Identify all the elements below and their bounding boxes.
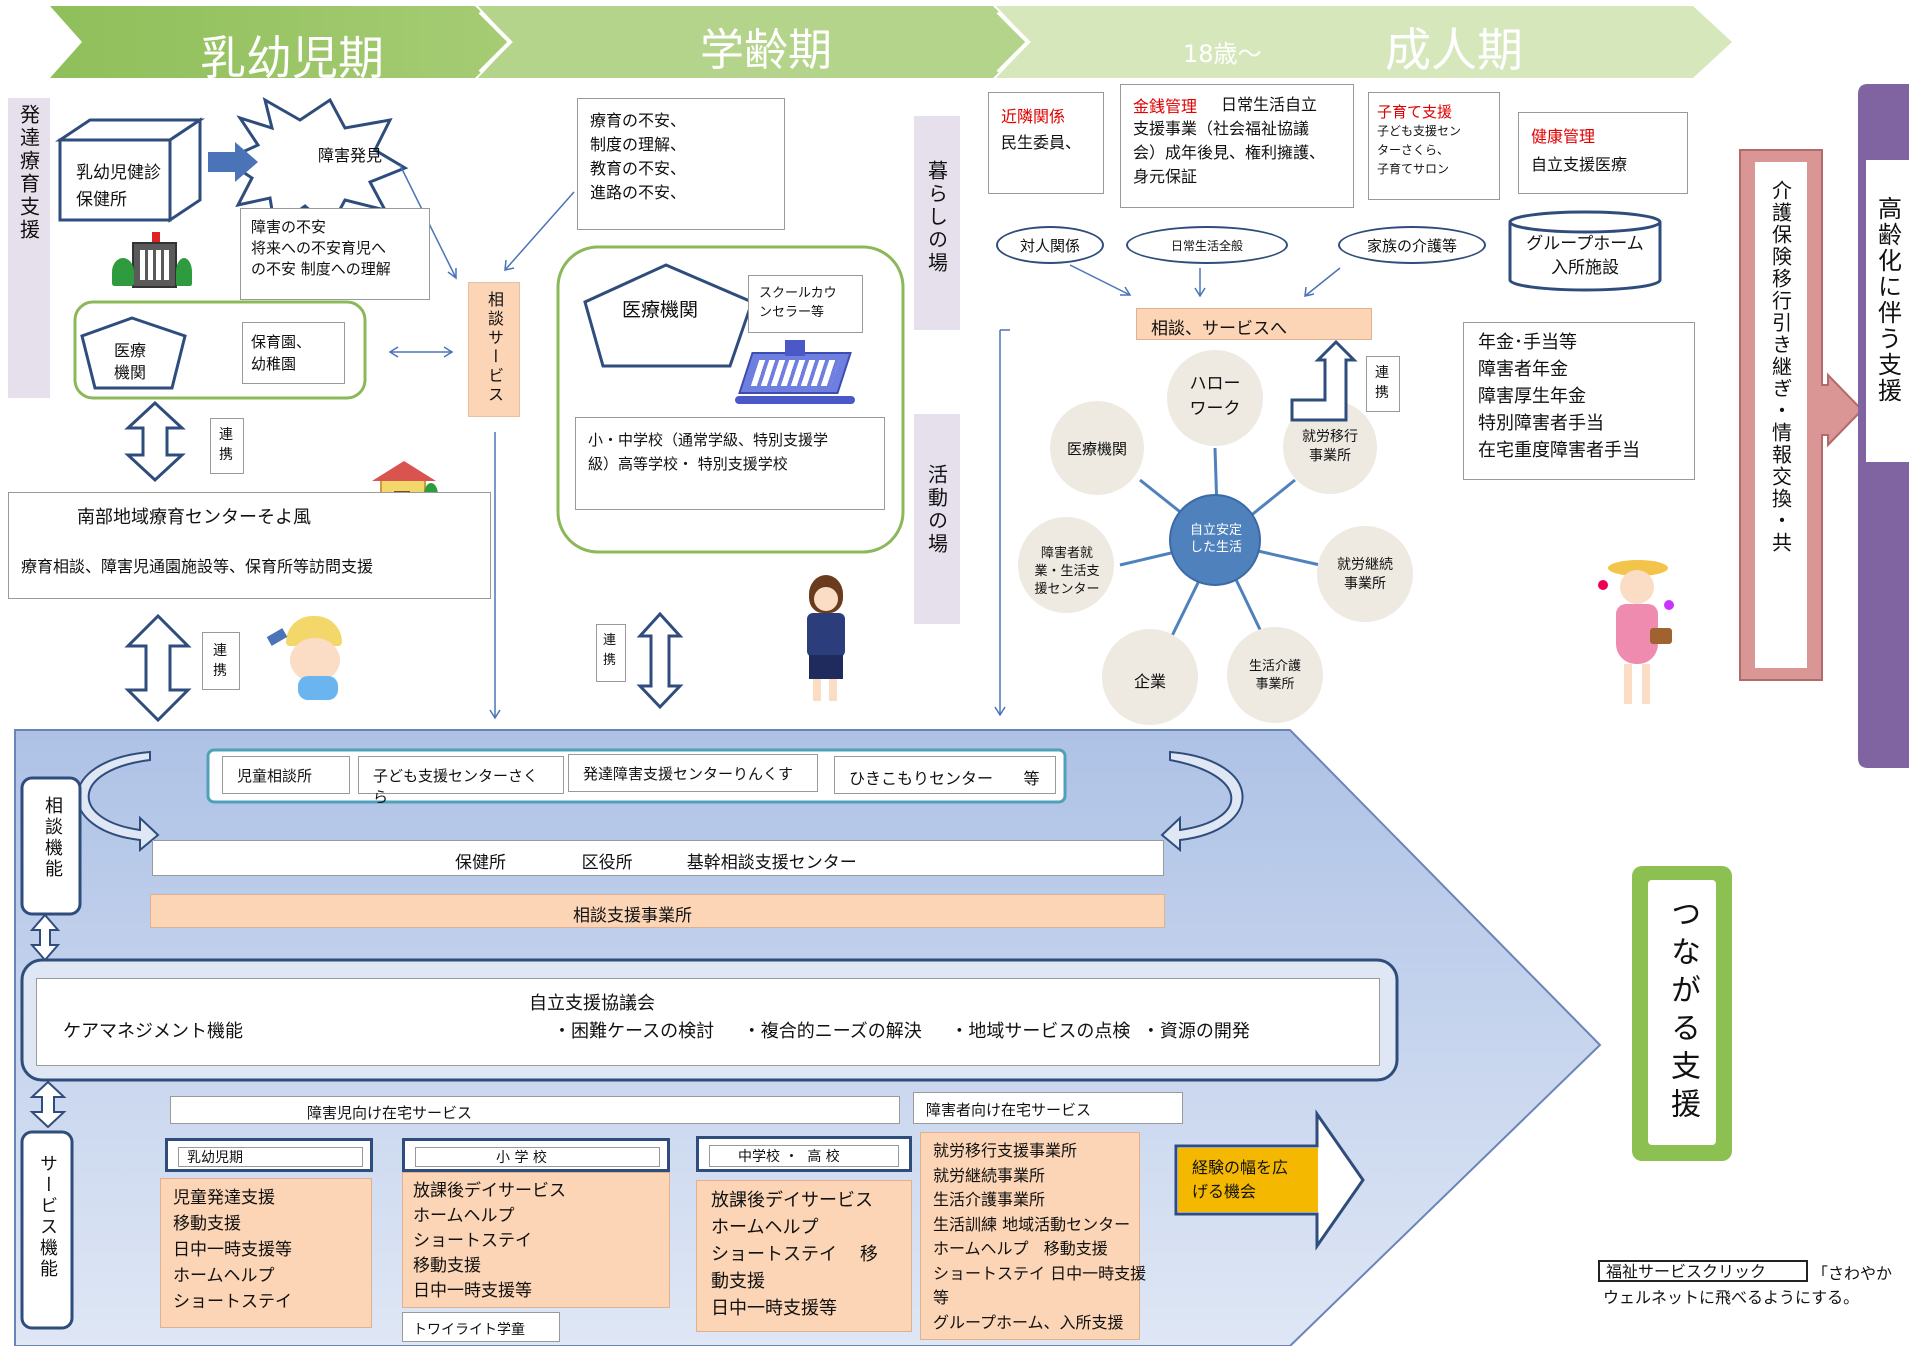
woman-icon bbox=[1598, 560, 1678, 710]
elementary-header-text: 小 学 校 bbox=[415, 1147, 660, 1167]
link-note-2: ウェルネットに飛べるようにする。 bbox=[1603, 1288, 1860, 1307]
hub-support-center: 障害者就 業・生活支 援センター bbox=[1034, 546, 1100, 597]
council-items: ・困難ケースの検討 ・複合的ニーズの解決 ・地域サービスの点検 ・資源の開発 bbox=[553, 1021, 1250, 1042]
renkei-label-3: 連 携 bbox=[596, 624, 626, 682]
consult-function-label: 相談機能 bbox=[42, 796, 63, 880]
stage-chevron-infant bbox=[50, 6, 512, 78]
link-note-1: 「さわやか bbox=[1812, 1264, 1893, 1283]
medical-middle-label: 医療機関 bbox=[622, 299, 699, 321]
hub-employment-transition: 就労移行 事業所 bbox=[1302, 429, 1358, 464]
stage-school-label: 学齢期 bbox=[700, 25, 832, 76]
schools-box: 小・中学校（通常学級、特別支援学 級）高等学校・ 特別支援学校 bbox=[575, 417, 885, 510]
infant-service-list: 児童発達支援 移動支援 日中一時支援等 ホームヘルプ ショートステイ bbox=[160, 1178, 372, 1328]
building-icon bbox=[112, 232, 192, 290]
council-title: 自立支援協議会 bbox=[529, 993, 655, 1014]
adult-home-service-header: 障害者向け在宅サービス bbox=[913, 1092, 1183, 1124]
center-title: 南部地域療育センターそよ風 bbox=[77, 507, 311, 528]
care-insurance-label: 介護保険移行引き継ぎ・情報交換・共 bbox=[1768, 180, 1793, 554]
org-hikikomori-center: ひきこもりセンター 等 bbox=[834, 756, 1056, 794]
updown-arrow-small-icon bbox=[29, 1080, 67, 1129]
ellipse-daily-life: 日常生活全般 bbox=[1126, 226, 1288, 264]
renkei-label-2: 連 携 bbox=[202, 632, 240, 690]
welfare-service-link[interactable]: 福祉サービスクリック bbox=[1598, 1260, 1808, 1282]
org-child-consult: 児童相談所 bbox=[222, 756, 350, 794]
school-icon bbox=[735, 340, 860, 408]
center-desc: 療育相談、障害児通園施設等、保育所等訪問支援 bbox=[21, 557, 374, 576]
hub-care-office: 生活介護 事業所 bbox=[1248, 659, 1301, 692]
stage-adult-label: 成人期 bbox=[1385, 23, 1523, 77]
stage-chevron-school bbox=[478, 6, 1030, 78]
ellipse-family-care: 家族の介護等 bbox=[1338, 226, 1486, 264]
student-icon bbox=[795, 575, 855, 705]
sonokaze-center-box: 南部地域療育センターそよ風 療育相談、障害児通園施設等、保育所等訪問支援 bbox=[8, 492, 491, 599]
activity-place-label: 活動の場 bbox=[914, 414, 960, 624]
nursery-box: 保育園、 幼稚園 bbox=[242, 322, 345, 384]
neighbor-title: 近隣関係 bbox=[1001, 107, 1066, 126]
money-body: 日常生活自立 支援事業（社会福祉協議 会）成年後見、権利擁護、 身元保証 bbox=[1133, 95, 1326, 186]
elementary-service-list: 放課後デイサービス ホームヘルプ ショートステイ 移動支援 日中一時支援等 bbox=[402, 1172, 670, 1308]
tsunagaru-support-label: つながる支援 bbox=[1665, 898, 1700, 1126]
pension-box: 年金･手当等 障害者年金 障害厚生年金 特別障害者手当 在宅重度障害者手当 bbox=[1463, 322, 1695, 480]
adult-service-list: 就労移行支援事業所 就労継続事業所 生活介護事業所 生活訓練 地域活動センター … bbox=[920, 1132, 1146, 1340]
child-support-title: 子育て支援 bbox=[1377, 103, 1453, 121]
side-label-development: 発達療育支援 bbox=[8, 98, 50, 398]
renkei-label-1: 連 携 bbox=[210, 418, 244, 474]
org-kodomo-sakura: 子ども支援センターさくら bbox=[358, 756, 564, 806]
neighbor-body: 民生委員、 bbox=[1001, 133, 1082, 152]
health-box: 健康管理 自立支援医療 bbox=[1518, 112, 1688, 194]
school-worries-box: 療育の不安、 制度の理解、 教育の不安、 進路の不安、 bbox=[577, 98, 785, 230]
child-home-service-header: 障害児向け在宅サービス bbox=[170, 1096, 900, 1124]
arrow-right-icon bbox=[208, 142, 258, 182]
child-support-body: 子ども支援セン ターさくら、 子育てサロン bbox=[1377, 124, 1462, 176]
consult-office-bar: 相談支援事業所 bbox=[150, 894, 1165, 928]
hub-company: 企業 bbox=[1133, 672, 1166, 691]
infant-header: 乳幼児期 bbox=[165, 1138, 373, 1172]
child-support-box: 子育て支援 子ども支援セン ターさくら、 子育てサロン bbox=[1368, 92, 1500, 200]
twilight-box: トワイライト学童 bbox=[402, 1312, 560, 1342]
updown-arrow-icon bbox=[124, 400, 684, 723]
elementary-header: 小 学 校 bbox=[402, 1138, 670, 1172]
bent-arrow-icon bbox=[1290, 339, 1358, 422]
curved-arrow-left-icon bbox=[76, 750, 160, 853]
hub-hello-work: ハロー ワーク bbox=[1189, 374, 1241, 419]
neighbor-box: 近隣関係 民生委員、 bbox=[988, 92, 1104, 194]
aging-support-label: 高齢化に伴う支援 bbox=[1873, 196, 1902, 404]
infant-header-text: 乳幼児期 bbox=[178, 1147, 363, 1167]
gov-row: 保健所 区役所 基幹相談支援センター bbox=[152, 840, 1164, 876]
health-body: 自立支援医療 bbox=[1531, 155, 1628, 174]
curved-arrow-right-icon bbox=[1160, 750, 1244, 853]
to-service-bar: 相談、サービスへ bbox=[1136, 308, 1372, 340]
hub-center: 自立安定 した生活 bbox=[1189, 523, 1242, 555]
renkei-label-4: 連 携 bbox=[1366, 356, 1400, 412]
service-function-label: サービス機能 bbox=[37, 1154, 58, 1280]
baby-icon bbox=[266, 612, 358, 704]
worries-box: 障害の不安 将来への不安育児へ の不安 制度への理解 bbox=[240, 208, 430, 300]
group-home-label: グループホーム 入所施設 bbox=[1526, 234, 1644, 278]
stage-infant-label: 乳幼児期 bbox=[200, 31, 384, 85]
juniorhigh-service-list: 放課後デイサービス ホームヘルプ ショートステイ 移 動支援 日中一時支援等 bbox=[696, 1180, 912, 1332]
care-management-label: ケアマネジメント機能 bbox=[63, 1021, 243, 1042]
checkup-box-text: 乳幼児健診 保健所 bbox=[76, 163, 161, 210]
medical-left-label: 医療 機関 bbox=[114, 341, 147, 382]
hub-employment-continuation: 就労継続 事業所 bbox=[1337, 557, 1393, 592]
money-box: 金銭管理 日常生活自立 支援事業（社会福祉協議 会）成年後見、権利擁護、 身元保… bbox=[1120, 84, 1354, 208]
discovery-label: 障害発見 bbox=[318, 146, 383, 165]
ellipse-interpersonal: 対人関係 bbox=[996, 226, 1104, 264]
consult-service-bar: 相談サービス bbox=[468, 282, 520, 417]
life-place-label: 暮らしの場 bbox=[914, 116, 960, 330]
stage-chevron-adult bbox=[996, 6, 1732, 78]
hub-medical: 医療機関 bbox=[1066, 440, 1127, 458]
stage-adult-age-label: 18歳～ bbox=[1183, 40, 1262, 68]
juniorhigh-header: 中学校 ・ 高 校 bbox=[696, 1136, 912, 1172]
org-developmental-center: 発達障害支援センターりんくす bbox=[568, 754, 818, 792]
money-title: 金銭管理 bbox=[1133, 97, 1198, 116]
counselor-box: スクールカウ ンセラー等 bbox=[748, 275, 863, 333]
council-box: 自立支援協議会 ケアマネジメント機能 ・困難ケースの検討 ・複合的ニーズの解決 … bbox=[36, 978, 1380, 1066]
health-title: 健康管理 bbox=[1531, 127, 1596, 146]
juniorhigh-header-text: 中学校 ・ 高 校 bbox=[709, 1145, 899, 1167]
experience-box: 経験の幅を広 げる機会 bbox=[1178, 1148, 1318, 1212]
